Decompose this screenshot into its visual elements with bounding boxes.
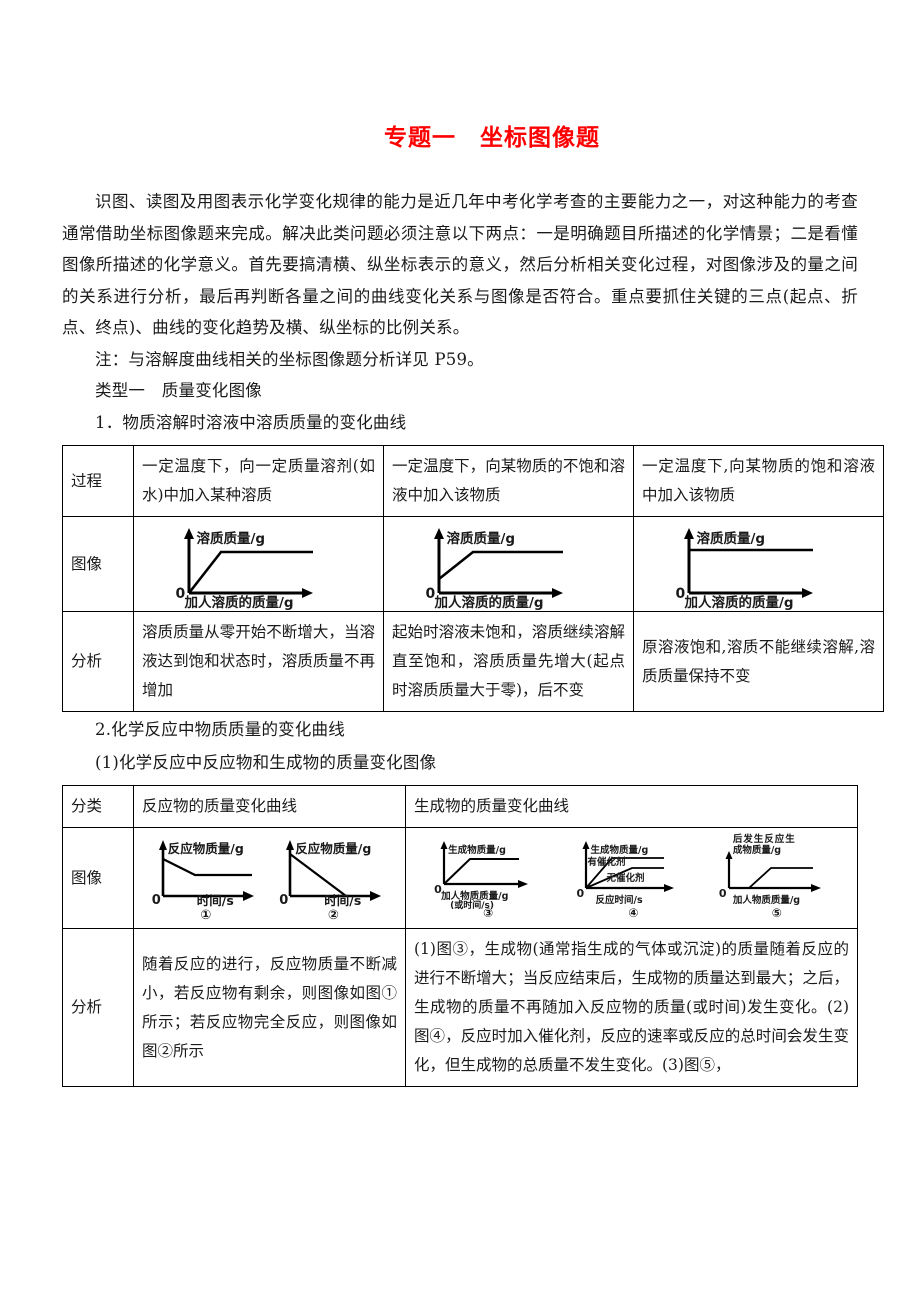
product-graph-cell: 0 生成物质量/g 加人物质质量/g (或时间/s) ③: [405, 827, 858, 929]
table-header-row: 分类 反应物的质量变化曲线 生成物的质量变化曲线: [62, 785, 858, 828]
note-paragraph: 注：与溶解度曲线相关的坐标图像题分析详见 P59。: [95, 349, 484, 369]
origin-label: 0: [175, 586, 186, 602]
y-axis-label: 溶质质量/g: [446, 531, 516, 547]
header-product: 生成物的质量变化曲线: [405, 785, 858, 828]
origin-label: 0: [576, 887, 585, 900]
page-title: 专题一 坐标图像题: [384, 124, 600, 151]
table-row-analysis: 分析 溶质质量从零开始不断增大，当溶液达到饱和状态时，溶质质量不再增加 起始时溶…: [62, 611, 884, 712]
figure-number: ③: [483, 906, 494, 920]
catalyst-label: 有催化剂: [587, 857, 626, 868]
analysis-cell-2: 起始时溶液未饱和，溶质继续溶解直至饱和，溶质质量先增大(起点时溶质质量大于零)，…: [383, 611, 634, 712]
table-row-graph: 图像 0 溶质质量/g 加人溶质的质量/g: [62, 516, 884, 612]
graph-cell-3: 0 溶质质量/g 加人溶质的质量/g: [633, 516, 884, 612]
x-axis-label: 反应时间/s: [595, 895, 643, 906]
origin-label: 0: [425, 586, 436, 602]
y-axis-label: 溶质质量/g: [696, 531, 766, 547]
analysis-cell-3: 原溶液饱和,溶质不能继续溶解,溶质质量保持不变: [633, 611, 884, 712]
y-axis-label: 后发生反应生成物质量/g: [732, 834, 795, 856]
graph-cell-2: 0 溶质质量/g 加人溶质的质量/g: [383, 516, 634, 612]
figure-number: ④: [628, 906, 639, 920]
y-axis-label: 反应物质量/g: [167, 841, 244, 856]
reactant-graph-1: 0 反应物质量/g 时间/s ①: [147, 834, 265, 922]
chart-saturation-from-zero: 0 溶质质量/g 加人溶质的质量/g: [153, 523, 365, 611]
x-axis-label: 加人物质质量/g: [732, 895, 801, 906]
row-label-graph: 图像: [62, 516, 134, 612]
row-label-analysis: 分析: [62, 611, 134, 712]
row-label-process: 过程: [62, 445, 134, 517]
analysis-cell-1: 溶质质量从零开始不断增大，当溶液达到饱和状态时，溶质质量不再增加: [133, 611, 384, 712]
x-axis-label: 时间/s: [196, 893, 234, 908]
no-catalyst-label: 无催化剂: [606, 873, 645, 884]
section2-heading: 2.化学反应中物质质量的变化曲线: [95, 720, 345, 739]
x-axis-label: 时间/s: [324, 893, 362, 908]
origin-label: 0: [718, 887, 727, 900]
table-row-analysis: 分析 随着反应的进行，反应物质量不断减小，若反应物有剩余，则图像如图①所示；若反…: [62, 928, 858, 1087]
y-axis-label: 生成物质量/g: [590, 845, 649, 856]
row-label-graph: 图像: [62, 827, 134, 929]
reactant-graph-cell: 0 反应物质量/g 时间/s ①: [133, 827, 406, 929]
figure-number: ①: [200, 908, 212, 923]
section1-heading: 1．物质溶解时溶液中溶质质量的变化曲线: [95, 412, 407, 432]
y-axis-label: 生成物质量/g: [448, 845, 506, 856]
x-axis-label: 加人物质质量/g: [441, 891, 509, 902]
process-cell-1: 一定温度下，向一定质量溶剂(如水)中加入某种溶质: [133, 445, 384, 517]
product-graph-4: 0 生成物质量/g 有催化剂 无催化剂 反应时间/s ④: [570, 836, 696, 920]
table-row-process: 过程 一定温度下，向一定质量溶剂(如水)中加入某种溶质 一定温度下，向某物质的不…: [62, 445, 884, 517]
origin-label: 0: [151, 893, 161, 908]
product-graph-5: 0 后发生反应生成物质量/g 加人物质质量/g ⑤: [713, 834, 841, 920]
chart-saturated-constant: 0 溶质质量/g 加人溶质的质量/g: [653, 523, 865, 611]
type-heading: 类型一 质量变化图像: [95, 381, 262, 400]
x-axis-label: 加人溶质的质量/g: [684, 595, 794, 611]
y-axis-label: 反应物质量/g: [295, 841, 372, 856]
product-graph-3: 0 生成物质量/g 加人物质质量/g (或时间/s) ③: [422, 836, 554, 920]
chart-saturation-from-unsaturated: 0 溶质质量/g 加人溶质的质量/g: [403, 523, 615, 611]
process-cell-3: 一定温度下,向某物质的饱和溶液中加入该物质: [633, 445, 884, 517]
figure-number: ⑤: [771, 906, 782, 920]
header-reactant: 反应物的质量变化曲线: [133, 785, 406, 828]
product-analysis-cell: (1)图③，生成物(通常指生成的气体或沉淀)的质量随着反应的进行不断增大；当反应…: [405, 928, 858, 1087]
table-reaction: 分类 反应物的质量变化曲线 生成物的质量变化曲线 图像: [62, 785, 858, 1087]
origin-label: 0: [434, 883, 442, 896]
reactant-graph-2: 0 反应物质量/g 时间/s ②: [274, 834, 392, 922]
table-dissolution: 过程 一定温度下，向一定质量溶剂(如水)中加入某种溶质 一定温度下，向某物质的不…: [62, 445, 884, 712]
table-row-graph: 图像 0 反应物质量/g: [62, 827, 858, 929]
x-axis-label-alt: (或时间/s): [450, 901, 495, 911]
origin-label: 0: [279, 893, 289, 908]
section2-sub-heading: (1)化学反应中反应物和生成物的质量变化图像: [95, 752, 437, 772]
x-axis-label: 加人溶质的质量/g: [434, 595, 544, 611]
x-axis-label: 加人溶质的质量/g: [184, 595, 294, 611]
figure-number: ②: [327, 908, 339, 923]
intro-paragraph: 识图、读图及用图表示化学变化规律的能力是近几年中考化学考查的主要能力之一，对这种…: [62, 192, 858, 337]
process-cell-2: 一定温度下，向某物质的不饱和溶液中加入该物质: [383, 445, 634, 517]
y-axis-label: 溶质质量/g: [196, 531, 266, 547]
header-category: 分类: [62, 785, 134, 828]
row-label-analysis: 分析: [62, 928, 134, 1087]
reactant-analysis-cell: 随着反应的进行，反应物质量不断减小，若反应物有剩余，则图像如图①所示；若反应物完…: [133, 928, 406, 1087]
origin-label: 0: [675, 586, 686, 602]
graph-cell-1: 0 溶质质量/g 加人溶质的质量/g: [133, 516, 384, 612]
